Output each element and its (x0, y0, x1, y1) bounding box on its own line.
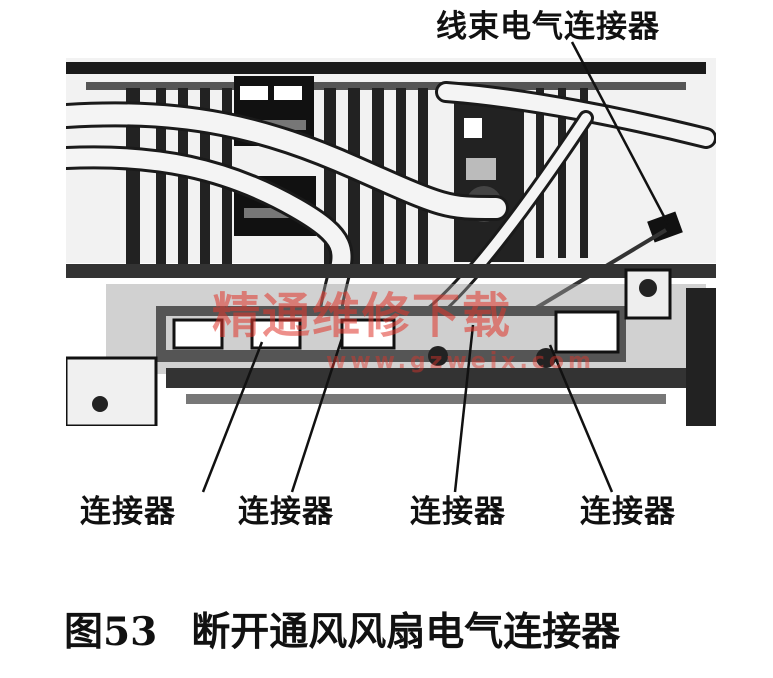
connector-label-2: 连接器 (238, 494, 334, 530)
figure-number: 图53 (64, 609, 158, 655)
connector-label-4: 连接器 (580, 494, 676, 530)
watermark-url: www.gzweix.com (326, 349, 595, 374)
connector-label-3: 连接器 (410, 494, 506, 530)
figure-caption-text: 断开通风风扇电气连接器 (191, 609, 621, 655)
watermark-text: 精通维修下载 (212, 288, 513, 344)
connector-label-1: 连接器 (80, 494, 176, 530)
harness-connector-label: 线束电气连接器 (436, 9, 660, 45)
